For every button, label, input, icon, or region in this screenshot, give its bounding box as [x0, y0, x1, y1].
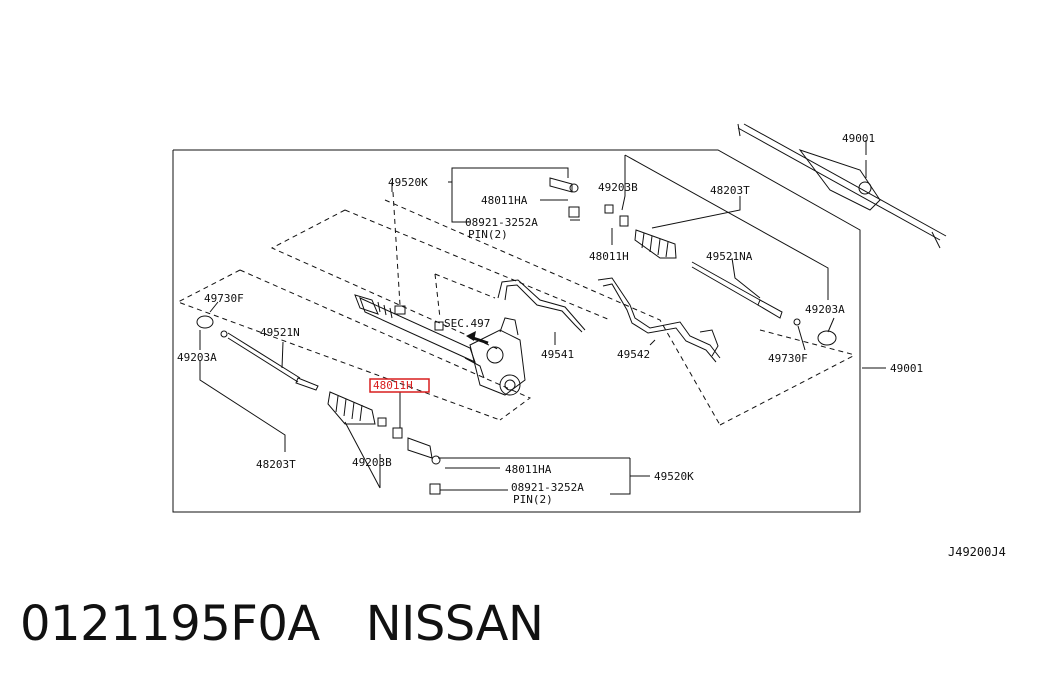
diagram-code: J49200J4 — [948, 545, 1006, 559]
label-49730f-right: 49730F — [768, 352, 808, 365]
label-49203a-right: 49203A — [805, 303, 845, 316]
label-49730f-left: 49730F — [204, 292, 244, 305]
label-49520k-bottom: 49520K — [654, 470, 694, 483]
clamp-right — [817, 330, 837, 346]
label-48011h-top: 48011H — [589, 250, 629, 263]
thumbnail-assembly — [737, 123, 947, 249]
highlight-box — [369, 378, 430, 393]
label-48203t-top: 48203T — [710, 184, 750, 197]
label-49203b-bottom: 49203B — [352, 456, 392, 469]
footer-caption: 0121195F0A NISSAN — [20, 596, 544, 652]
label-sec497: SEC.497 — [444, 317, 490, 330]
label-48011ha-top: 48011HA — [481, 194, 528, 207]
label-08921-bottom: 08921-3252A — [511, 481, 584, 494]
label-49520k-top: 49520K — [388, 176, 428, 189]
brand-name: NISSAN — [365, 596, 544, 652]
label-49001-top: 49001 — [842, 132, 875, 145]
rack-housing — [354, 294, 526, 396]
part-number: 0121195F0A — [20, 596, 320, 652]
label-49001-box: 49001 — [890, 362, 923, 375]
label-49521na: 49521NA — [706, 250, 753, 263]
label-pin-bottom: PIN(2) — [513, 493, 553, 506]
label-49203a-left: 49203A — [177, 351, 217, 364]
label-08921-top: 08921-3252A — [465, 216, 538, 229]
tie-rod-end-bottom — [407, 437, 441, 495]
label-48011h-highlight: 48011H — [373, 379, 413, 392]
label-49203b-top: 49203B — [598, 181, 638, 194]
dashed-groups — [176, 191, 856, 426]
label-49541: 49541 — [541, 348, 574, 361]
pipe-49542 — [597, 277, 721, 363]
boot-left — [327, 391, 403, 439]
leader-lines — [199, 140, 886, 495]
tie-rod-end-top — [549, 177, 580, 218]
clamp-left — [196, 315, 214, 329]
label-48011ha-bottom: 48011HA — [505, 463, 552, 476]
boot-right — [604, 204, 677, 259]
frame-outline — [172, 149, 861, 513]
tie-rod-left — [220, 330, 319, 391]
tie-rod-right — [691, 261, 801, 326]
label-49542: 49542 — [617, 348, 650, 361]
label-48203t-bottom: 48203T — [256, 458, 296, 471]
pipe-49541 — [497, 279, 586, 333]
label-pin-top: PIN(2) — [468, 228, 508, 241]
label-49521n: 49521N — [260, 326, 300, 339]
